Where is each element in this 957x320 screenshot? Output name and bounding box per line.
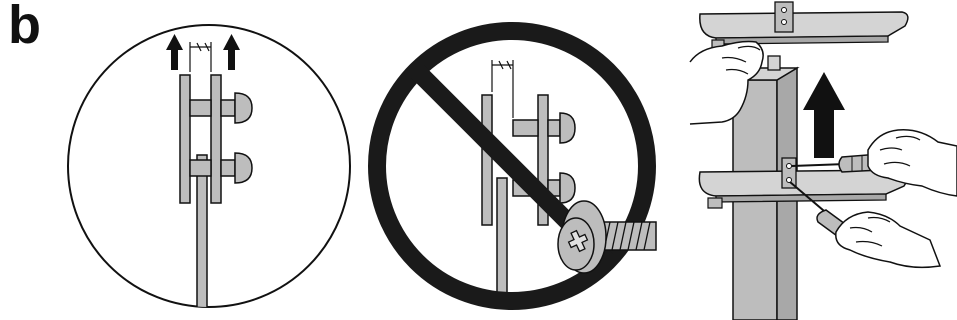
vertical-tube bbox=[197, 155, 207, 320]
bracket-plate-right bbox=[211, 75, 221, 203]
hand-right-lower-icon bbox=[836, 212, 940, 267]
upper-plate bbox=[700, 2, 908, 48]
bracket-plate-left bbox=[180, 75, 190, 203]
lift-arrow-icon bbox=[803, 72, 845, 158]
incorrect-assembly-prohibited bbox=[377, 31, 656, 318]
correct-assembly-detail bbox=[68, 25, 350, 320]
screwdriver-adjustment-illustration bbox=[690, 2, 957, 320]
bracket-plate-left bbox=[482, 95, 492, 225]
